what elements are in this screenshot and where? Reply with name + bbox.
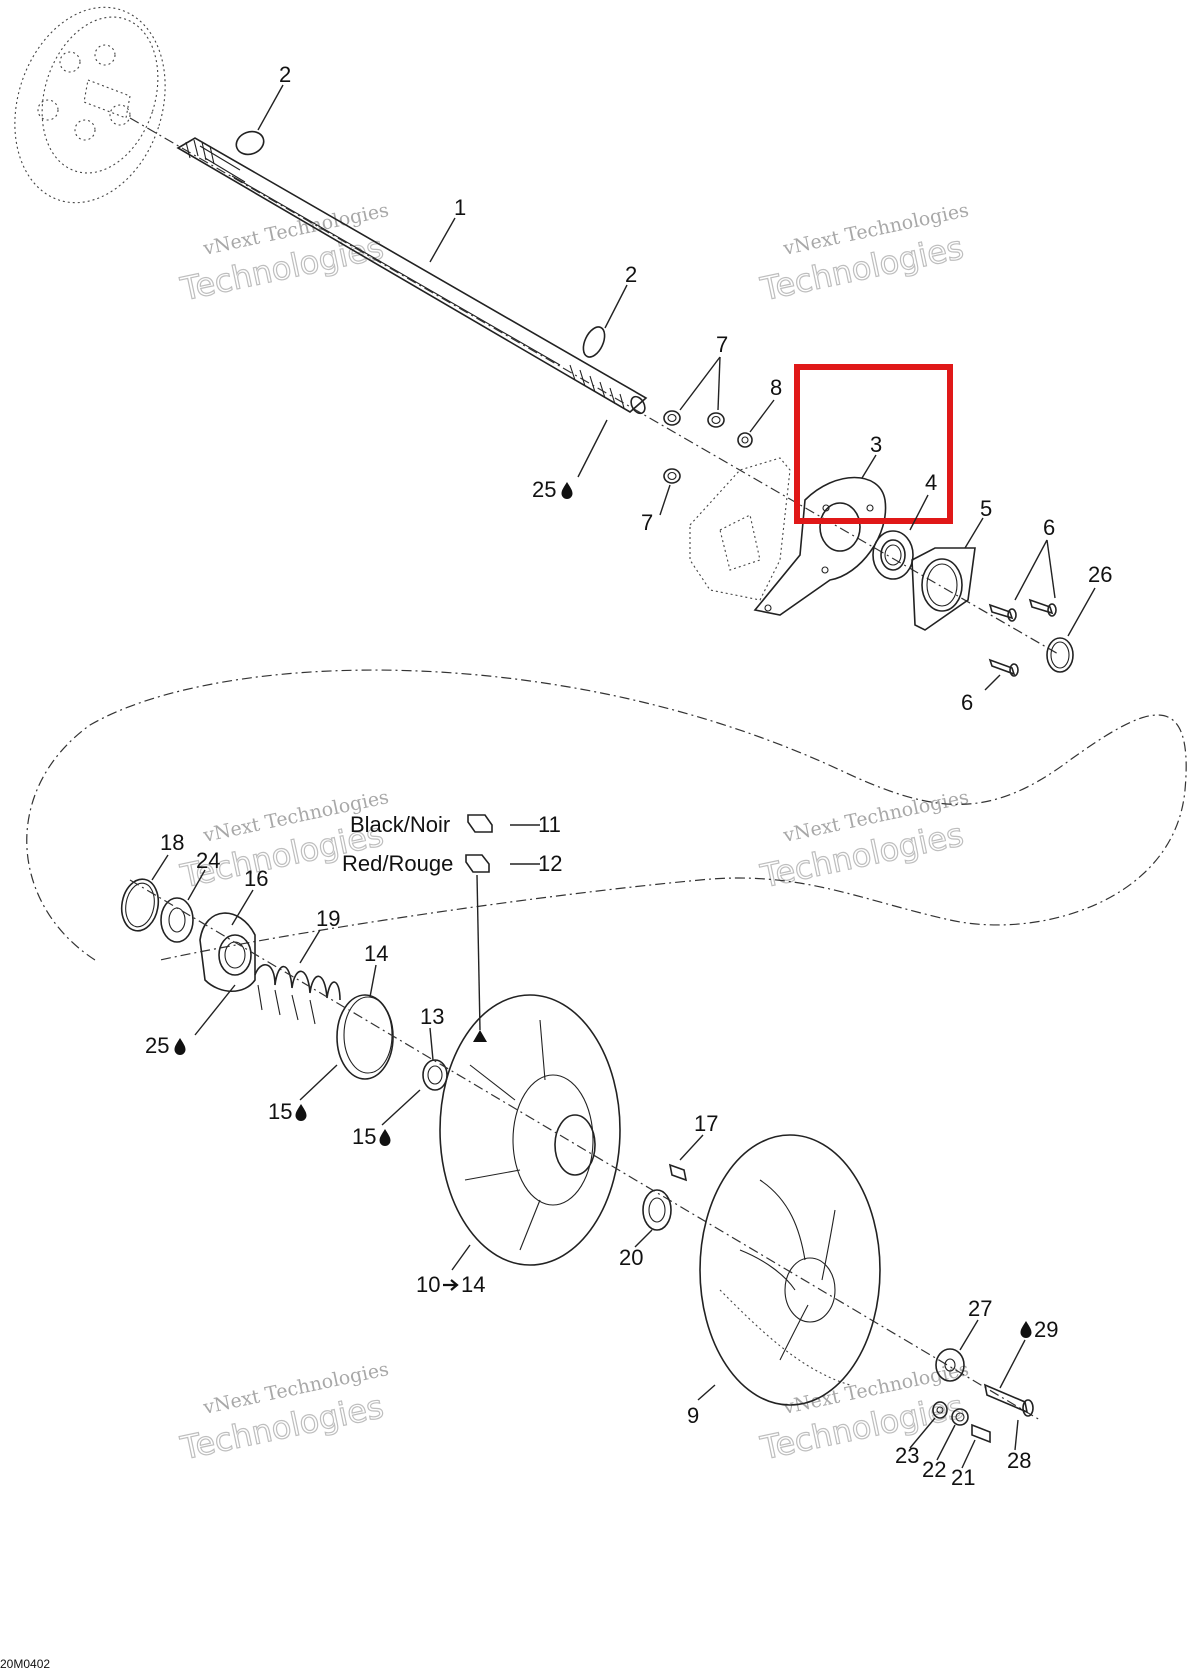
grease-drop-icon	[561, 482, 573, 499]
grease-drop-icon	[379, 1129, 391, 1146]
ring-26	[1046, 637, 1074, 673]
fixed-sheave-9	[699, 1134, 881, 1406]
callout-14: 14	[461, 1272, 485, 1297]
callout-3: 3	[870, 432, 882, 457]
watermark-group-5: vNext Technologies Technologies	[176, 1358, 391, 1468]
drive-shaft-part	[176, 137, 648, 415]
grease-drop-icon	[174, 1038, 186, 1055]
callout-24: 24	[196, 848, 220, 873]
watermark-group-2: vNext Technologies Technologies	[756, 199, 971, 309]
washer-24	[160, 897, 194, 943]
watermark-group-3: vNext Technologies Technologies	[176, 786, 391, 896]
callout-17: 17	[694, 1111, 718, 1136]
ramp-ring-14	[336, 994, 394, 1080]
shaft-axis-line	[129, 117, 1061, 656]
callout-7: 7	[716, 332, 728, 357]
nut-7c	[663, 468, 681, 484]
callout-16: 16	[244, 866, 268, 891]
highlight-box	[794, 364, 953, 524]
spring-19	[254, 964, 341, 1025]
connector-12	[465, 854, 490, 873]
callout-4: 4	[925, 470, 937, 495]
bearing-flange-part	[911, 547, 976, 631]
black-noir-label: Black/Noir	[350, 812, 450, 837]
figure-code: 20M0402	[0, 1657, 50, 1671]
bearing-plate-part	[753, 476, 887, 616]
callout-10-to-14: 10 14	[416, 1272, 485, 1297]
leader-lines	[151, 84, 1096, 1469]
callout-2: 2	[279, 62, 291, 87]
callout-29: 29	[1034, 1317, 1058, 1342]
callout-25: 25	[145, 1033, 169, 1058]
bolt-28	[983, 1383, 1034, 1417]
callout-7: 7	[641, 510, 653, 535]
callout-21: 21	[951, 1465, 975, 1490]
callout-1: 1	[454, 195, 466, 220]
callout-11: 11	[538, 812, 561, 837]
callout-18: 18	[160, 830, 184, 855]
callout-8: 8	[770, 375, 782, 400]
callout-12: 12	[538, 851, 562, 876]
callout-27: 27	[968, 1296, 992, 1321]
callout-14: 14	[364, 941, 388, 966]
frame-bracket-outline	[689, 457, 791, 601]
callout-28: 28	[1007, 1448, 1031, 1473]
watermark-group-1: vNext Technologies Technologies	[176, 199, 391, 309]
grease-drop-icon	[1020, 1321, 1032, 1338]
nut-7a	[663, 410, 681, 426]
o-ring-lower	[582, 326, 606, 358]
bolt-6a	[988, 603, 1017, 622]
cam-16	[199, 912, 256, 992]
drive-belt-outline	[26, 669, 1187, 961]
grease-drop-icon	[295, 1104, 307, 1121]
callout-13: 13	[420, 1004, 444, 1029]
key-17	[668, 1163, 688, 1182]
o-ring-upper	[235, 130, 265, 156]
washer-23	[932, 1401, 948, 1419]
callout-6: 6	[1043, 515, 1055, 540]
brake-disc-part	[14, 6, 166, 204]
callout-labels: 2 1 2 7 8 25 7 3 4 5 6 26 6 Black/Noir 1…	[145, 62, 1112, 1490]
screw-21	[971, 1423, 991, 1444]
callout-26: 26	[1088, 562, 1112, 587]
callout-15: 15	[352, 1124, 376, 1149]
red-rouge-label: Red/Rouge	[342, 851, 453, 876]
bearing-part	[872, 530, 914, 580]
watermark-group-4: vNext Technologies Technologies	[756, 786, 971, 896]
bolt-6c	[988, 658, 1019, 677]
callout-20: 20	[619, 1245, 643, 1270]
nut-7b	[707, 412, 725, 428]
bushing-13	[422, 1059, 448, 1091]
sliding-sheave-10	[439, 994, 621, 1266]
bolt-6b	[1028, 598, 1057, 617]
callout-6: 6	[961, 690, 973, 715]
callout-2: 2	[625, 262, 637, 287]
callout-22: 22	[922, 1457, 946, 1482]
callout-23: 23	[895, 1443, 919, 1468]
callout-15: 15	[268, 1099, 292, 1124]
arrow-right-icon	[443, 1279, 459, 1291]
washer-8	[737, 432, 753, 448]
callout-5: 5	[980, 496, 992, 521]
washer-27	[935, 1348, 965, 1382]
connector-11	[467, 814, 493, 833]
pulley-axis-line	[129, 879, 1041, 1421]
watermark-group-6: vNext Technologies Technologies	[756, 1358, 971, 1468]
nut-22	[951, 1408, 969, 1426]
callout-19: 19	[316, 906, 340, 931]
callout-25: 25	[532, 477, 556, 502]
callout-10: 10	[416, 1272, 440, 1297]
circlip-18	[120, 878, 160, 932]
washer-20	[642, 1189, 672, 1231]
callout-9: 9	[687, 1403, 699, 1428]
